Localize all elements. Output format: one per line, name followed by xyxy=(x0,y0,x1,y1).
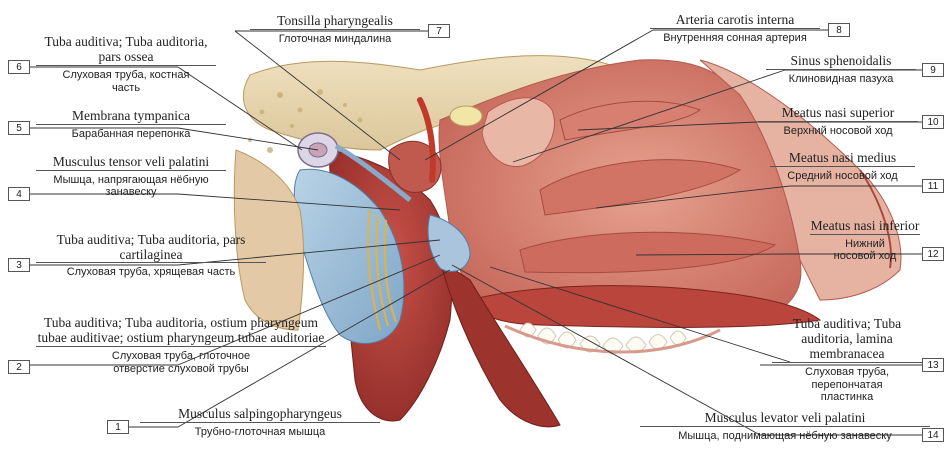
label-6-russian: Слуховая труба, костная часть xyxy=(36,69,216,94)
label-11-russian: Средний носовой ход xyxy=(770,170,915,182)
label-5: Membrana tympanica Барабанная перепонка xyxy=(36,108,226,140)
label-14-latin: Musculus levator veli palatini xyxy=(640,410,930,427)
label-number-7: 7 xyxy=(428,24,450,38)
label-number-13: 13 xyxy=(922,358,944,372)
label-12-russian: Нижний носовой ход xyxy=(810,238,920,263)
label-2: Tuba auditiva; Tuba auditoria, ostium ph… xyxy=(36,315,326,375)
label-13-russian: Слуховая труба, перепончатая пластинка xyxy=(772,366,922,403)
label-11-latin: Meatus nasi medius xyxy=(770,150,915,167)
label-number-8: 8 xyxy=(828,23,850,37)
label-13: Tuba auditiva; Tuba auditoria, lamina me… xyxy=(772,316,922,403)
label-5-latin: Membrana tympanica xyxy=(36,108,226,125)
pituitary-area xyxy=(450,106,482,126)
label-2-latin: Tuba auditiva; Tuba auditoria, ostium ph… xyxy=(36,315,326,347)
label-4: Musculus tensor veli palatini Мышца, нап… xyxy=(36,154,226,199)
label-number-12: 12 xyxy=(922,247,944,261)
label-8-latin: Arteria carotis interna xyxy=(650,12,820,29)
label-number-1: 1 xyxy=(107,420,129,434)
label-number-4: 4 xyxy=(8,187,30,201)
label-14-russian: Мышца, поднимающая нёбную занавеску xyxy=(640,430,930,442)
label-12-latin: Meatus nasi inferior xyxy=(810,218,920,235)
label-4-russian: Мышца, напрягающая нёбную занавеску xyxy=(36,174,226,199)
label-10-russian: Верхний носовой ход xyxy=(758,125,918,137)
label-3-russian: Слуховая труба, хрящевая часть xyxy=(36,266,266,278)
label-number-5: 5 xyxy=(8,121,30,135)
label-13-latin: Tuba auditiva; Tuba auditoria, lamina me… xyxy=(772,316,922,363)
label-10: Meatus nasi superior Верхний носовой ход xyxy=(758,105,918,137)
label-7-latin: Tonsilla pharyngealis xyxy=(250,13,420,30)
label-number-3: 3 xyxy=(8,258,30,272)
label-6-latin: Tuba auditiva; Tuba auditoria, pars osse… xyxy=(36,34,216,66)
label-9-latin: Sinus sphenoidalis xyxy=(766,53,916,70)
label-number-10: 10 xyxy=(922,115,944,129)
label-number-9: 9 xyxy=(922,63,944,77)
label-5-russian: Барабанная перепонка xyxy=(36,128,226,140)
label-1: Musculus salpingopharyngeus Трубно-глото… xyxy=(140,406,380,438)
label-7-russian: Глоточная миндалина xyxy=(250,33,420,45)
label-8: Arteria carotis interna Внутренняя сонна… xyxy=(650,12,820,44)
label-number-11: 11 xyxy=(922,179,944,193)
label-11: Meatus nasi medius Средний носовой ход xyxy=(770,150,915,182)
label-number-2: 2 xyxy=(8,360,30,374)
label-9-russian: Клиновидная пазуха xyxy=(766,73,916,85)
label-2-russian: Слуховая труба, глоточное отверстие слух… xyxy=(36,350,326,375)
label-3-latin: Tuba auditiva; Tuba auditoria, pars cart… xyxy=(36,232,266,263)
label-1-russian: Трубно-глоточная мышца xyxy=(140,426,380,438)
label-1-latin: Musculus salpingopharyngeus xyxy=(140,406,380,423)
label-number-6: 6 xyxy=(8,60,30,74)
label-12: Meatus nasi inferior Нижний носовой ход xyxy=(810,218,920,263)
label-9: Sinus sphenoidalis Клиновидная пазуха xyxy=(766,53,916,85)
label-10-latin: Meatus nasi superior xyxy=(758,105,918,122)
label-3: Tuba auditiva; Tuba auditoria, pars cart… xyxy=(36,232,266,279)
label-6: Tuba auditiva; Tuba auditoria, pars osse… xyxy=(36,34,216,94)
label-7: Tonsilla pharyngealis Глоточная миндалин… xyxy=(250,13,420,45)
label-4-latin: Musculus tensor veli palatini xyxy=(36,154,226,171)
label-14: Musculus levator veli palatini Мышца, по… xyxy=(640,410,930,442)
label-8-russian: Внутренняя сонная артерия xyxy=(650,32,820,44)
